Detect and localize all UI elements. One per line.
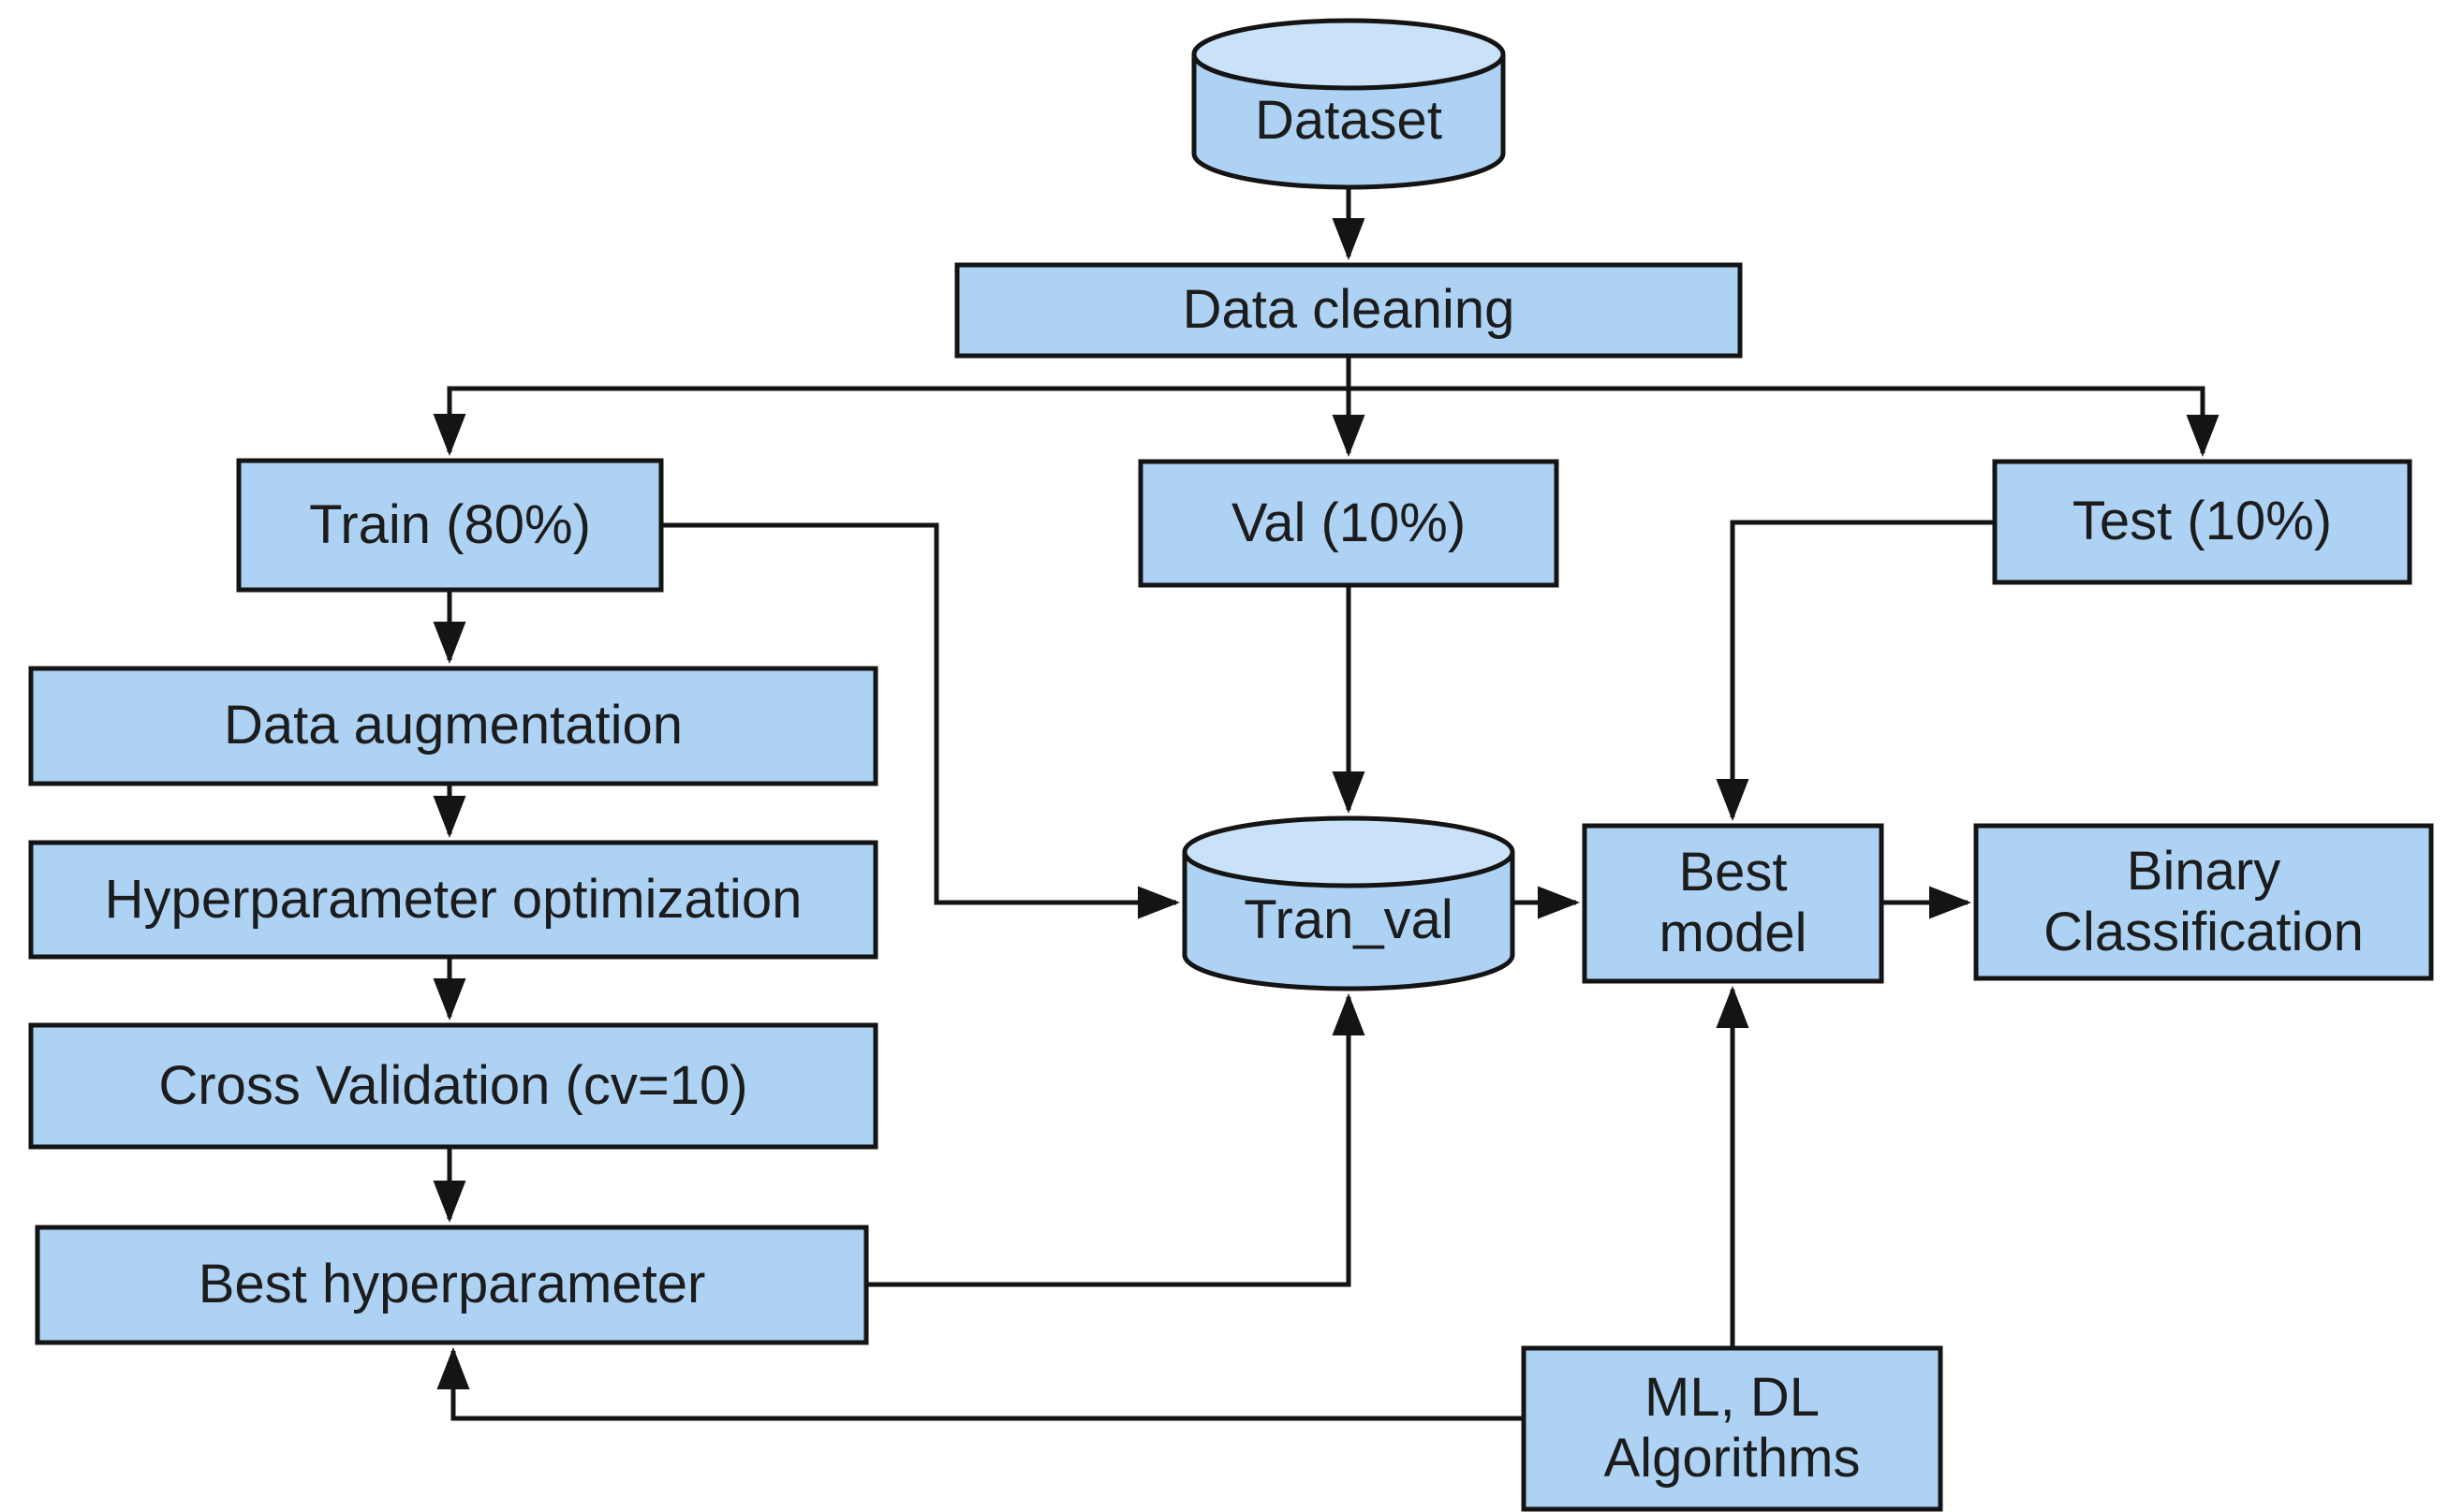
node-best-model (1582, 823, 1884, 984)
dataset-cylinder-top (1191, 18, 1506, 91)
cross-validation-box (28, 1022, 878, 1150)
tran-val-cylinder-top (1182, 815, 1515, 888)
edge-data-cleaning-to-test (1346, 356, 2219, 458)
edge-best-hyperparameter-to-tran-val (866, 992, 1365, 1287)
edge-test-to-best-model (1716, 520, 1995, 822)
data-augmentation-box (28, 666, 878, 786)
binary-classification-box (1973, 823, 2434, 981)
val-box (1138, 459, 1559, 588)
node-val (1138, 459, 1559, 588)
train-box (236, 458, 664, 593)
node-data-cleaning (954, 262, 1743, 359)
best-model-box (1582, 823, 1884, 984)
edge-train-to-tran-val (661, 522, 1181, 919)
node-hyperparameter-optimization (28, 840, 878, 960)
data-cleaning-box (954, 262, 1743, 359)
node-best-hyperparameter (35, 1225, 869, 1345)
node-cross-validation (28, 1022, 878, 1150)
hyperparameter-optimization-box (28, 840, 878, 960)
ml-dl-algorithms-box (1521, 1345, 1943, 1512)
edge-data-cleaning-to-train (433, 356, 1351, 457)
node-test (1992, 459, 2412, 585)
node-dataset (1191, 18, 1506, 190)
test-box (1992, 459, 2412, 585)
edge-ml-dl-algorithms-to-best-hyperparameter (436, 1346, 1524, 1421)
tran-val-cylinder-body (1182, 852, 1515, 991)
best-hyperparameter-box (35, 1225, 869, 1345)
node-tran-val (1182, 815, 1515, 991)
dataset-cylinder-body (1191, 54, 1506, 190)
node-train (236, 458, 664, 593)
node-ml-dl-algorithms (1521, 1345, 1943, 1512)
node-data-augmentation (28, 666, 878, 786)
node-binary-classification (1973, 823, 2434, 981)
